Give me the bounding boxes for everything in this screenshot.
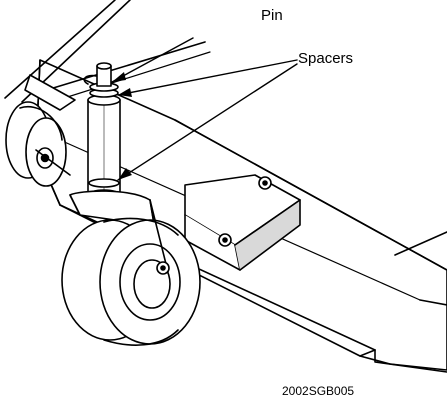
spacers-leader-lower bbox=[117, 63, 298, 181]
figure-code-label: 2002SGB005 bbox=[282, 384, 355, 398]
caster-wheel bbox=[61, 199, 201, 346]
caster-mount-bracket bbox=[184, 174, 301, 271]
pin-leader bbox=[111, 37, 194, 83]
leader-lines bbox=[111, 37, 298, 181]
caster-spindle bbox=[83, 62, 121, 201]
arm-rail bbox=[4, 0, 211, 111]
rear-roller bbox=[5, 101, 71, 187]
spacers-label: Spacers bbox=[298, 50, 354, 67]
spacers-leader-upper bbox=[117, 59, 298, 96]
leader-arrowheads bbox=[112, 72, 132, 180]
pin-label: Pin bbox=[261, 7, 283, 24]
